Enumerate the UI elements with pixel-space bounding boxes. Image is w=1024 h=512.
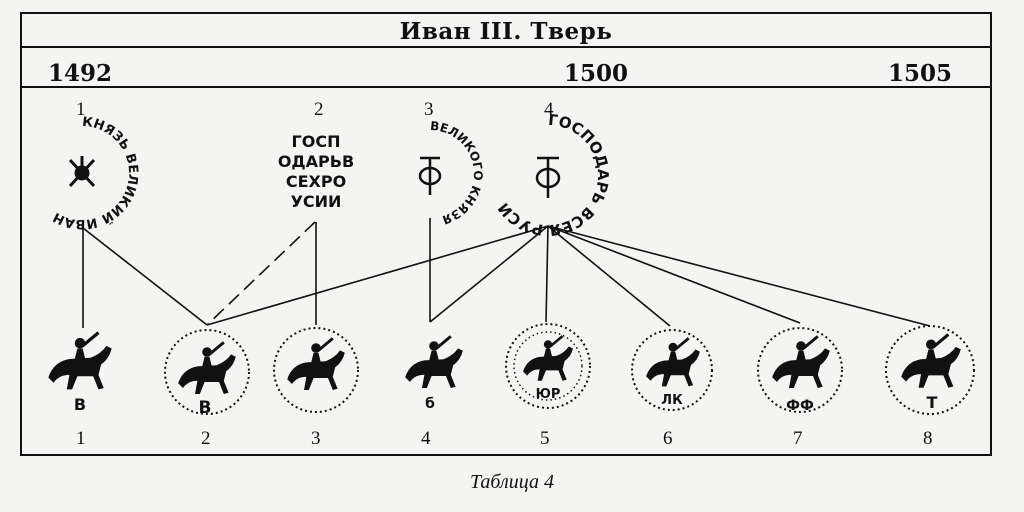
seal-4-legend: ГОСПОДАРЬ ВСЕЯ РУСИ — [494, 111, 612, 239]
seal-4: ГОСПОДАРЬ ВСЕЯ РУСИ — [494, 111, 612, 239]
coin-7: ФФ — [757, 327, 843, 414]
coin-number-2: 2 — [201, 428, 211, 449]
coin-1-letter: В — [74, 395, 86, 414]
coin-number-3: 3 — [311, 428, 321, 449]
coin-5-letter: ЮР — [536, 387, 561, 402]
table-frame: Иван III. Тверь 1492 1500 1505 — [20, 12, 992, 456]
coin-4: б — [403, 334, 465, 412]
seal-4-monogram-icon — [535, 156, 561, 198]
coin-number-6: 6 — [663, 428, 673, 449]
connection-seal2-coin2 — [206, 221, 316, 326]
connection-seal4-coin2 — [206, 225, 549, 326]
connection-seal4-coin5 — [545, 225, 549, 323]
coin-number-7: 7 — [793, 428, 803, 449]
connection-lines — [82, 218, 931, 328]
table-title: Иван III. Тверь — [399, 18, 613, 45]
svg-text:ГОСПОДАРЬ ВСЕЯ РУСИ: ГОСПОДАРЬ ВСЕЯ РУСИ — [494, 111, 612, 239]
coin-number-1: 1 — [76, 428, 86, 449]
connection-seal4-coin4 — [429, 225, 549, 323]
seal-1-device — [68, 156, 96, 188]
seal-number-1: 1 — [76, 99, 86, 120]
coin-2: В — [164, 329, 250, 418]
connection-seal1-coin2 — [82, 227, 208, 326]
seal-number-4: 4 — [544, 99, 554, 120]
seal-3-monogram-icon — [418, 156, 442, 195]
title-divider — [22, 46, 990, 48]
coin-2-letter: В — [199, 398, 212, 418]
coin-3 — [273, 327, 359, 413]
coin-6-letter: ЛК — [661, 393, 683, 408]
coin-8: Т — [885, 325, 975, 415]
seal-1-legend: КНЯЗЬ ВЕЛИКИЙ ИВАН — [51, 115, 140, 231]
coin-number-4: 4 — [421, 428, 431, 449]
coin-5: ЮР — [505, 323, 591, 409]
seal-2-line-1: ГОСП — [292, 132, 341, 151]
svg-text:КНЯЗЬ ВЕЛИКИЙ ИВАН: КНЯЗЬ ВЕЛИКИЙ ИВАН — [51, 115, 140, 231]
connection-seal4-coin8 — [547, 225, 931, 327]
seal-2-line-4: УСИИ — [291, 192, 342, 211]
seal-number-3: 3 — [424, 99, 434, 120]
seal-2-line-2: ОДАРЬВ — [278, 152, 354, 171]
timeline-divider — [22, 86, 990, 88]
seal-number-2: 2 — [314, 99, 324, 120]
coin-number-5: 5 — [540, 428, 550, 449]
seal-2: ГОСП ОДАРЬВ СЕХРО УСИИ — [278, 132, 354, 211]
coin-number-8: 8 — [923, 428, 933, 449]
coin-8-letter: Т — [927, 393, 938, 412]
seal-3: ВЕЛИКОГО КНЯЗЯ — [418, 119, 485, 227]
seal-1: КНЯЗЬ ВЕЛИКИЙ ИВАН — [51, 115, 140, 231]
year-1492: 1492 — [48, 60, 113, 87]
connection-seal4-coin7 — [547, 225, 801, 324]
table-caption: Таблица 4 — [470, 471, 554, 493]
seal-2-line-3: СЕХРО — [286, 172, 346, 191]
connection-seal4-coin6 — [547, 225, 671, 327]
coin-6: ЛК — [631, 329, 713, 411]
coin-1: В — [46, 330, 114, 414]
coin-7-letter: ФФ — [786, 398, 814, 414]
year-1505: 1505 — [888, 60, 953, 87]
coin-4-letter: б — [425, 396, 435, 412]
year-1500: 1500 — [564, 60, 629, 87]
